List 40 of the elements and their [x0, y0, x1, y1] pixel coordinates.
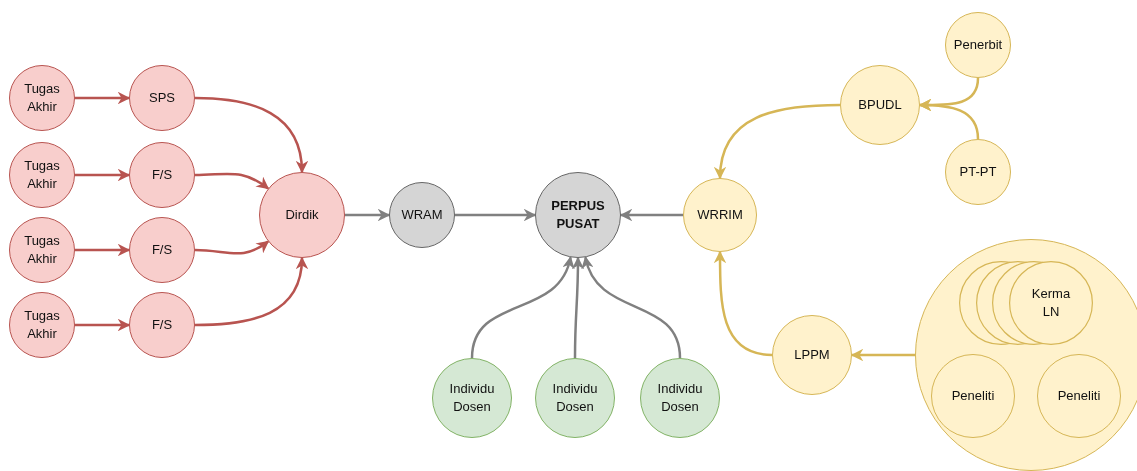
node-label: BPUDL — [858, 96, 902, 114]
arrow — [345, 208, 391, 222]
node-label: WRRIM — [697, 206, 743, 224]
node-label: Tugas Akhir — [23, 232, 61, 268]
node-label: F/S — [151, 241, 173, 259]
arrow — [75, 168, 131, 182]
arrow — [582, 256, 682, 359]
node-label: Tugas Akhir — [23, 80, 61, 116]
node-label: Tugas Akhir — [23, 157, 61, 193]
arrow — [850, 348, 915, 362]
node-label: Kerma LN — [1030, 285, 1072, 321]
arrow — [194, 240, 270, 255]
arrow — [713, 250, 773, 357]
node-label: Individu Dosen — [448, 380, 496, 416]
node-label: Tugas Akhir — [23, 307, 61, 343]
arrow — [455, 208, 537, 222]
arrow — [194, 172, 270, 190]
node-label: Individu Dosen — [656, 380, 704, 416]
node-label: SPS — [149, 89, 175, 107]
node-label: Peneliti — [1057, 387, 1101, 405]
arrow — [194, 256, 308, 327]
arrow — [75, 91, 131, 105]
arrow — [714, 103, 840, 180]
arrow — [470, 256, 574, 359]
arrow — [918, 98, 980, 140]
node-label: F/S — [151, 316, 173, 334]
node-label: WRAM — [401, 206, 443, 224]
node-label: PT-PT — [959, 163, 997, 181]
node-label: Individu Dosen — [551, 380, 599, 416]
node-label: F/S — [151, 166, 173, 184]
node-label: Dirdik — [285, 206, 319, 224]
arrow — [571, 256, 585, 358]
arrow — [75, 243, 131, 257]
arrow — [194, 96, 308, 174]
node-label: Peneliti — [951, 387, 995, 405]
node-label: LPPM — [794, 346, 830, 364]
arrow — [619, 208, 683, 222]
node-label: Penerbit — [953, 36, 1003, 54]
arrow — [75, 318, 131, 332]
node-label: PERPUS PUSAT — [550, 197, 606, 233]
